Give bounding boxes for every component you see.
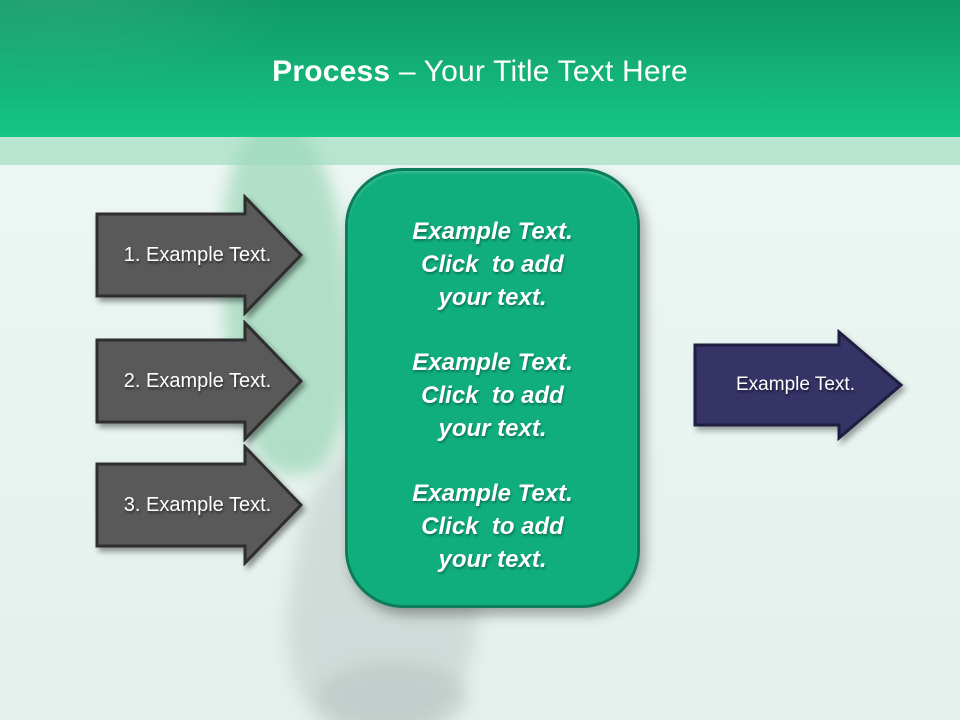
- center-text-box[interactable]: Example Text. Click to add your text. Ex…: [345, 168, 640, 608]
- center-box-paragraph-3[interactable]: Example Text. Click to add your text.: [348, 477, 637, 576]
- right-arrow-icon: [693, 329, 904, 441]
- box-text-line: Click to add: [421, 513, 564, 540]
- background-photo-shoe: [318, 662, 468, 720]
- header-accent-band: [0, 137, 960, 165]
- step-arrow-3[interactable]: 3. Example Text.: [95, 444, 305, 566]
- box-text-line: Example Text.: [412, 218, 573, 245]
- center-box-paragraph-1[interactable]: Example Text. Click to add your text.: [348, 215, 637, 314]
- box-text-line: Click to add: [421, 251, 564, 278]
- result-arrow-label: Example Text.: [736, 374, 855, 395]
- box-text-line: Click to add: [421, 382, 564, 409]
- slide-title-bold: Process: [272, 55, 391, 88]
- slide-title-rest: – Your Title Text Here: [390, 55, 688, 88]
- step-arrow-label: 3. Example Text.: [123, 493, 272, 516]
- step-arrow-1[interactable]: 1. Example Text.: [95, 194, 305, 316]
- box-text-line: your text.: [438, 415, 547, 442]
- step-arrow-label: 1. Example Text.: [123, 243, 272, 266]
- step-arrow-2[interactable]: 2. Example Text.: [95, 320, 305, 442]
- center-box-paragraph-2[interactable]: Example Text. Click to add your text.: [348, 346, 637, 445]
- box-text-line: Example Text.: [412, 349, 573, 376]
- box-text-line: your text.: [438, 284, 547, 311]
- box-text-line: your text.: [438, 546, 547, 573]
- box-text-line: Example Text.: [412, 480, 573, 507]
- title-bar: Process – Your Title Text Here: [0, 0, 960, 137]
- step-arrow-label: 2. Example Text.: [123, 369, 272, 392]
- result-arrow[interactable]: Example Text.: [693, 329, 905, 441]
- slide-title[interactable]: Process – Your Title Text Here: [0, 54, 960, 90]
